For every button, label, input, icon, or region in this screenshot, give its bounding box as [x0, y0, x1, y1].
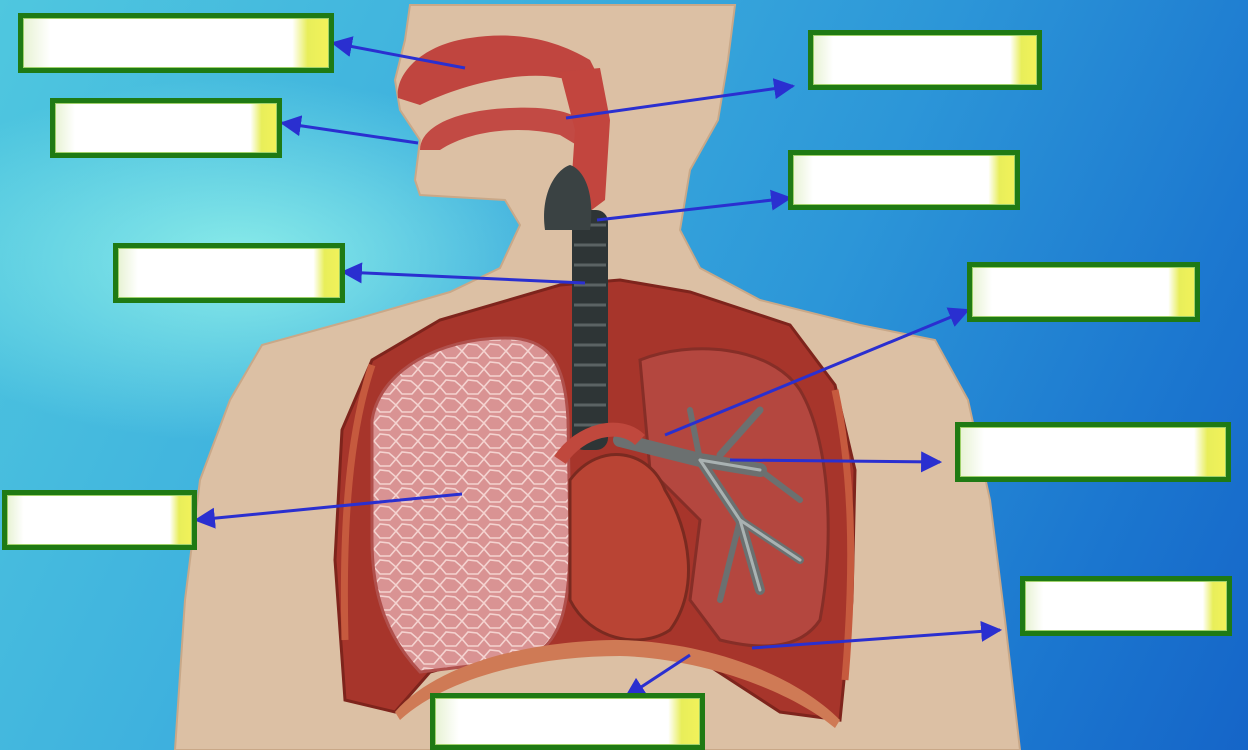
label-box-diaphragm[interactable]	[430, 693, 705, 750]
arrow-bronchioles	[730, 460, 940, 462]
label-box-oral-cavity[interactable]	[50, 98, 282, 158]
label-box-bronchioles[interactable]	[955, 422, 1231, 482]
label-box-larynx[interactable]	[788, 150, 1020, 210]
label-box-trachea[interactable]	[113, 243, 345, 303]
label-box-nasal-cavity[interactable]	[18, 13, 334, 73]
label-box-pharynx[interactable]	[808, 30, 1042, 90]
label-box-diaphragm-muscle[interactable]	[1020, 576, 1232, 636]
label-box-bronchus[interactable]	[967, 262, 1200, 322]
arrow-oral-cavity	[282, 123, 418, 143]
lung-right	[372, 338, 570, 672]
label-box-lung[interactable]	[2, 490, 197, 550]
